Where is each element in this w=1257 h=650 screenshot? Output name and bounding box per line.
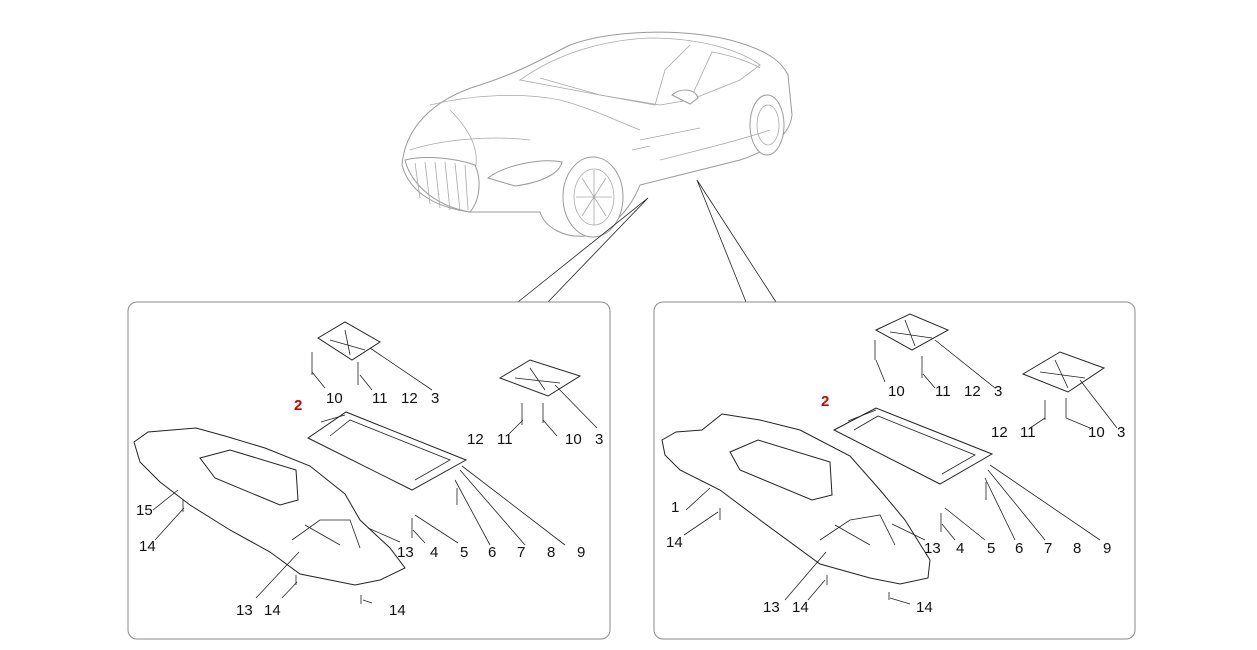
undertray-main [133,427,406,586]
callout-4: 4 [430,544,438,561]
callout-13: 13 [763,599,780,616]
callout-5: 5 [987,540,995,557]
callout-3: 3 [431,390,439,407]
left-panel-parts [133,321,598,604]
callout-11: 11 [935,383,951,400]
right-panel-frame [653,301,1136,640]
callout-14: 14 [666,534,683,551]
callout-3: 3 [1117,424,1125,441]
callout-9: 9 [577,544,585,561]
callout-13: 13 [397,544,414,561]
callout-14: 14 [916,599,933,616]
callout-10: 10 [326,390,343,407]
callout-11: 11 [372,390,388,407]
callout-7: 7 [517,544,525,561]
callout-4: 4 [956,540,964,557]
callout-10: 10 [888,383,905,400]
bracket-part [1021,351,1106,393]
callout-12: 12 [964,383,981,400]
callout-3: 3 [595,431,603,448]
callout-14: 14 [792,599,809,616]
callout-5: 5 [460,544,468,561]
callout-2: 2 [821,393,829,410]
left-panel-labels: 2 3 3 10 10 11 11 12 12 4 5 6 7 8 9 13 1… [136,390,603,619]
left-panel-frame [127,301,611,640]
callout-13: 13 [924,540,941,557]
undertray-main [661,413,931,585]
callout-7: 7 [1044,540,1052,557]
callout-3: 3 [994,383,1002,400]
callout-12: 12 [991,424,1008,441]
callout-6: 6 [1015,540,1023,557]
callout-12: 12 [467,431,484,448]
right-panel-labels: 2 1 3 3 10 10 11 11 12 12 4 5 6 7 8 9 13… [666,383,1125,616]
callout-14: 14 [139,538,156,555]
callout-10: 10 [565,431,582,448]
callout-9: 9 [1103,540,1111,557]
callout-6: 6 [488,544,496,561]
callout-15: 15 [136,502,153,519]
callout-14: 14 [389,602,406,619]
callout-13: 13 [236,602,253,619]
callout-8: 8 [1073,540,1081,557]
callout-10: 10 [1088,424,1105,441]
callout-14: 14 [264,602,281,619]
callout-8: 8 [547,544,555,561]
bracket-part [498,359,582,397]
car-illustration [401,31,793,238]
bracket-part [317,321,381,361]
right-panel-parts [661,313,1118,605]
callout-leaders [517,179,777,303]
callout-2: 2 [294,397,302,414]
callout-11: 11 [1020,424,1036,441]
underbody-plate [307,411,468,491]
callout-1: 1 [671,499,679,516]
callout-12: 12 [401,390,418,407]
callout-11: 11 [497,431,513,448]
bracket-part [874,313,950,351]
